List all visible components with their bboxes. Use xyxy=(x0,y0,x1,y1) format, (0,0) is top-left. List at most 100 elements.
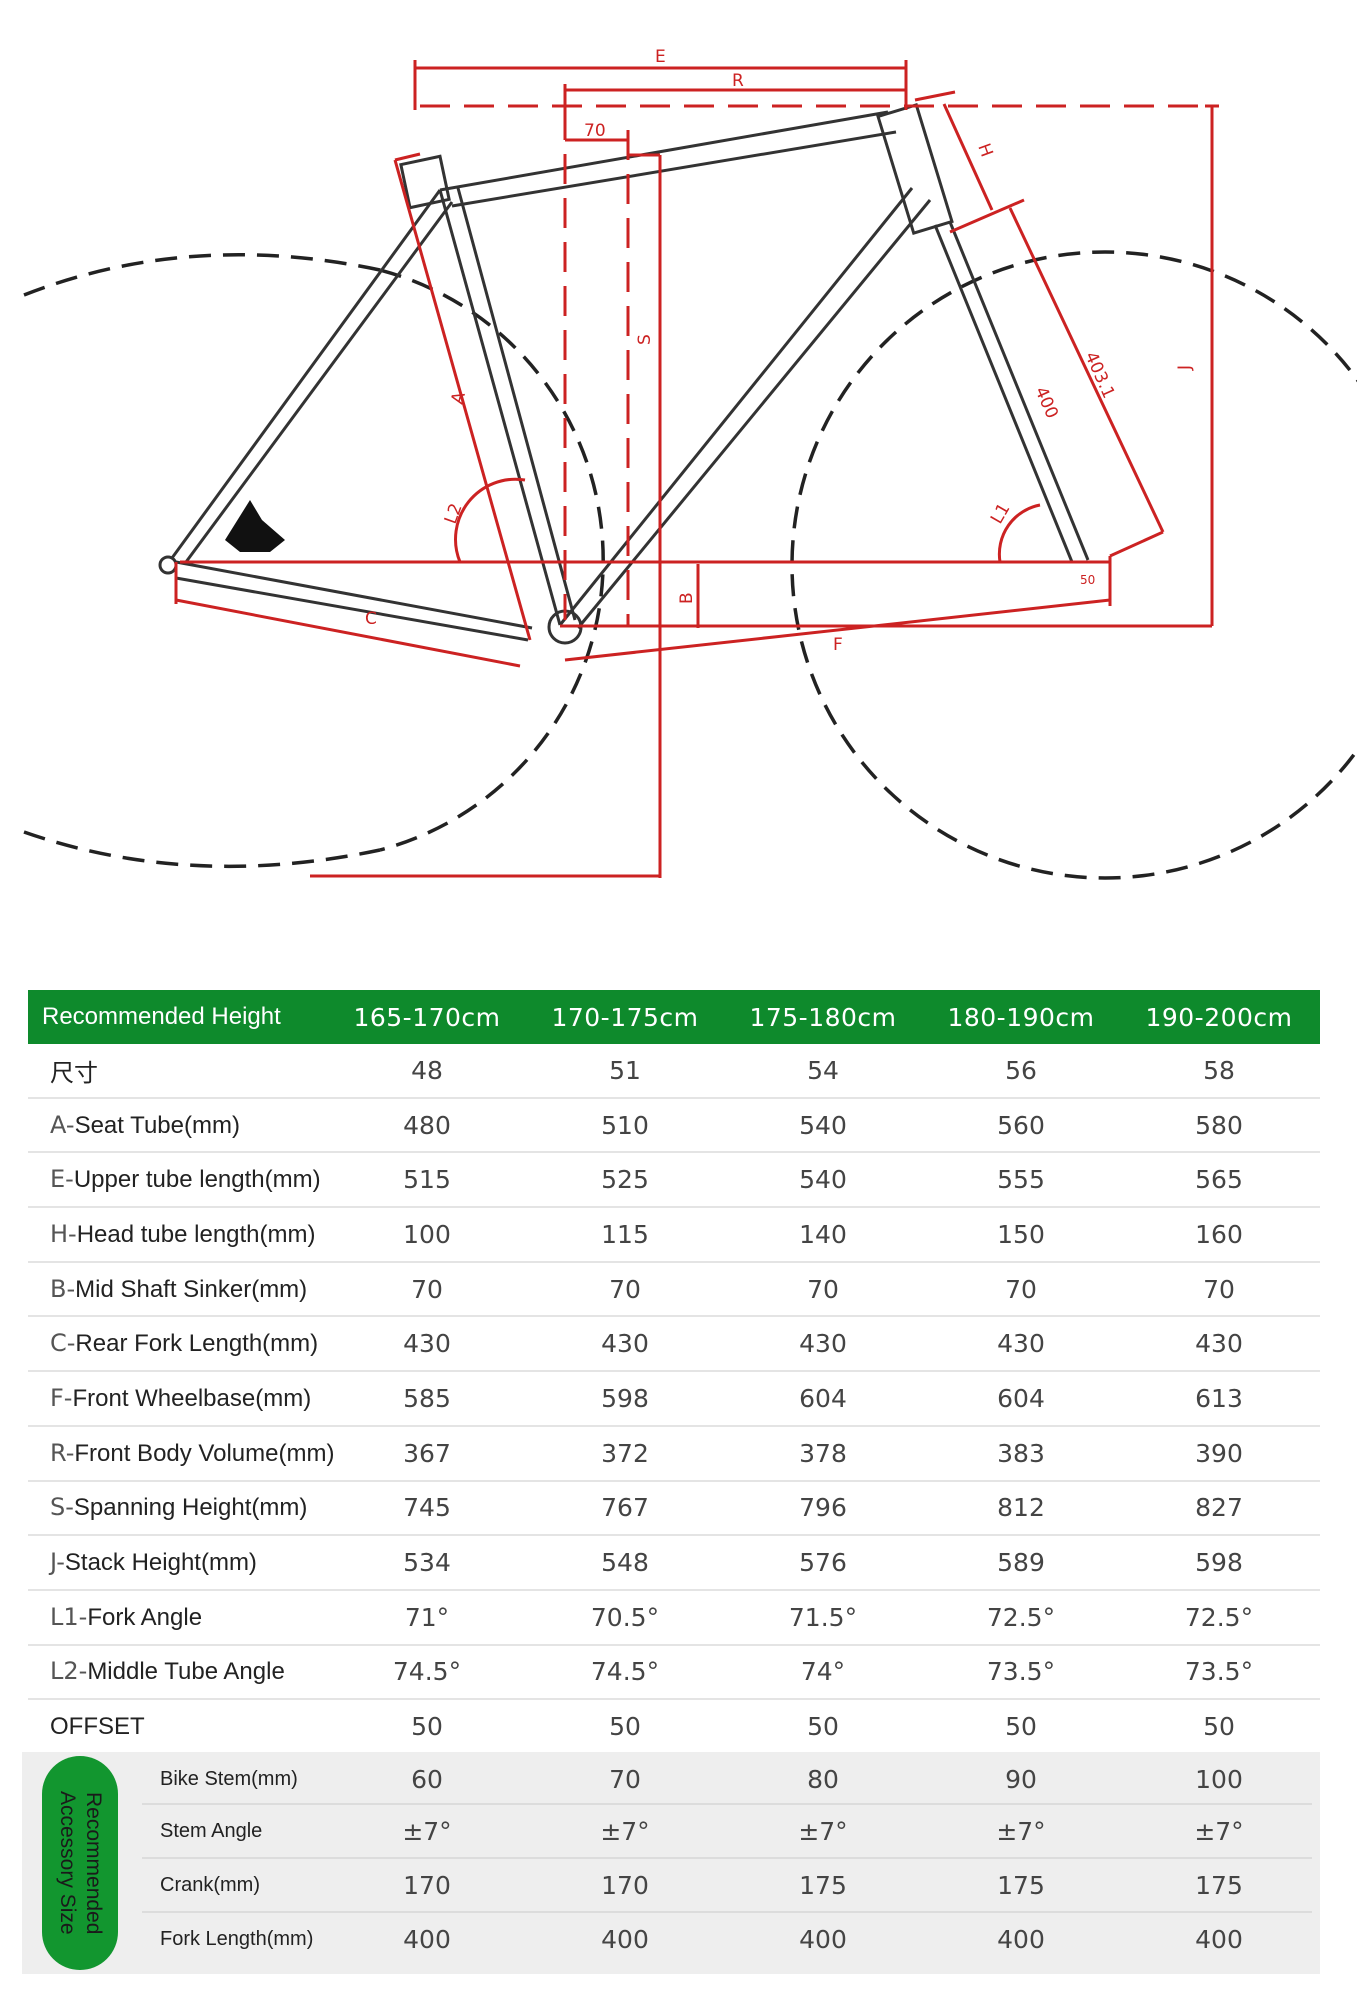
table-cell: 74.5° xyxy=(590,1657,660,1687)
row-name: 尺寸 xyxy=(50,1059,98,1087)
table-cell: 100 xyxy=(403,1219,451,1249)
table-cell: 70 xyxy=(411,1274,443,1304)
table-cell: 160 xyxy=(1195,1219,1243,1249)
row-prefix: S- xyxy=(50,1493,74,1522)
row-label: J-Stack Height(mm) xyxy=(28,1548,328,1577)
row-prefix: C- xyxy=(50,1329,76,1358)
accessory-cell: 400 xyxy=(997,1924,1045,1954)
label-c: C xyxy=(365,609,377,629)
row-label: B-Mid Shaft Sinker(mm) xyxy=(28,1275,328,1304)
rear-wheel xyxy=(23,253,605,869)
accessory-title-line2: Accessory Size xyxy=(56,1791,79,1935)
label-70: 70 xyxy=(584,121,606,141)
table-cell: 73.5° xyxy=(1184,1657,1254,1687)
table-cell: 73.5° xyxy=(986,1657,1056,1687)
row-label: F-Front Wheelbase(mm) xyxy=(28,1384,328,1413)
accessory-row-label: Crank(mm) xyxy=(160,1873,260,1896)
accessory-cell: 400 xyxy=(601,1924,649,1954)
row-name: Stack Height(mm) xyxy=(64,1549,257,1577)
table-cell: 430 xyxy=(799,1329,847,1359)
label-h: H xyxy=(973,141,996,160)
table-cell: 70 xyxy=(609,1274,641,1304)
table-cell: 598 xyxy=(601,1383,649,1413)
row-label: E-Upper tube length(mm) xyxy=(28,1165,328,1194)
accessory-cell: 100 xyxy=(1195,1764,1243,1794)
row-name: Front Wheelbase(mm) xyxy=(72,1384,312,1412)
table-header: Recommended Height 165-170cm 170-175cm 1… xyxy=(28,990,1320,1044)
front-wheel xyxy=(790,250,1357,880)
row-prefix: L1- xyxy=(50,1602,88,1631)
table-cell: 576 xyxy=(799,1548,847,1578)
table-cell: 372 xyxy=(601,1438,649,1468)
row-name: Front Body Volume(mm) xyxy=(74,1439,335,1467)
row-name: Upper tube length(mm) xyxy=(73,1166,321,1194)
accessory-cell: ±7° xyxy=(1194,1816,1244,1846)
row-name: Seat Tube(mm) xyxy=(74,1111,240,1139)
table-cell: 50 xyxy=(411,1712,443,1742)
accessory-cell: 60 xyxy=(411,1764,443,1794)
row-label: A-Seat Tube(mm) xyxy=(28,1111,328,1140)
accessory-divider xyxy=(142,1911,1312,1913)
table-cell: 560 xyxy=(997,1110,1045,1140)
row-name: OFFSET xyxy=(50,1713,145,1741)
table-cell: 580 xyxy=(1195,1110,1243,1140)
header-size-3: 175-180cm xyxy=(749,1002,897,1032)
accessory-cell: 170 xyxy=(601,1870,649,1900)
table-cell: 430 xyxy=(997,1329,1045,1359)
header-size-1: 165-170cm xyxy=(353,1002,501,1032)
row-prefix: E- xyxy=(50,1165,74,1194)
label-f: F xyxy=(833,635,843,655)
row-label: 尺寸 xyxy=(28,1053,328,1088)
label-r: R xyxy=(732,71,744,91)
table-cell: 613 xyxy=(1195,1383,1243,1413)
table-cell: 50 xyxy=(1203,1712,1235,1742)
table-cell: 555 xyxy=(997,1165,1045,1195)
accessory-cell: 175 xyxy=(799,1870,847,1900)
accessory-cell: 400 xyxy=(1195,1924,1243,1954)
accessory-row: Stem Angle±7°±7°±7°±7°±7° xyxy=(22,1804,1320,1858)
table-cell: 48 xyxy=(411,1055,443,1085)
bike-frame xyxy=(170,102,1090,645)
accessory-divider xyxy=(142,1803,1312,1805)
table-cell: 50 xyxy=(1005,1712,1037,1742)
accessory-title-line1: Recommended xyxy=(82,1791,105,1935)
table-cell: 367 xyxy=(403,1438,451,1468)
label-fork-400: 400 xyxy=(1030,384,1061,422)
table-cell: 604 xyxy=(997,1383,1045,1413)
row-name: Head tube length(mm) xyxy=(76,1220,316,1248)
accessory-section: Recommended Accessory Size Bike Stem(mm)… xyxy=(22,1752,1320,1974)
accessory-badge: Recommended Accessory Size xyxy=(42,1756,118,1970)
table-cell: 54 xyxy=(807,1055,839,1085)
label-s: S xyxy=(635,334,655,345)
label-j: J xyxy=(1175,365,1195,371)
row-label: L2-Middle Tube Angle xyxy=(28,1657,328,1686)
accessory-cell: 175 xyxy=(1195,1870,1243,1900)
accessory-row-label: Stem Angle xyxy=(160,1819,263,1842)
row-prefix: J- xyxy=(50,1548,65,1577)
accessory-cell: 70 xyxy=(609,1764,641,1794)
header-size-4: 180-190cm xyxy=(947,1002,1095,1032)
table-cell: 540 xyxy=(799,1165,847,1195)
row-prefix: F- xyxy=(50,1383,73,1412)
table-cell: 150 xyxy=(997,1219,1045,1249)
table-cell: 827 xyxy=(1195,1493,1243,1523)
row-prefix: H- xyxy=(50,1219,77,1248)
accessory-cell: 175 xyxy=(997,1870,1045,1900)
table-cell: 378 xyxy=(799,1438,847,1468)
accessory-cell: 400 xyxy=(799,1924,847,1954)
table-cell: 480 xyxy=(403,1110,451,1140)
